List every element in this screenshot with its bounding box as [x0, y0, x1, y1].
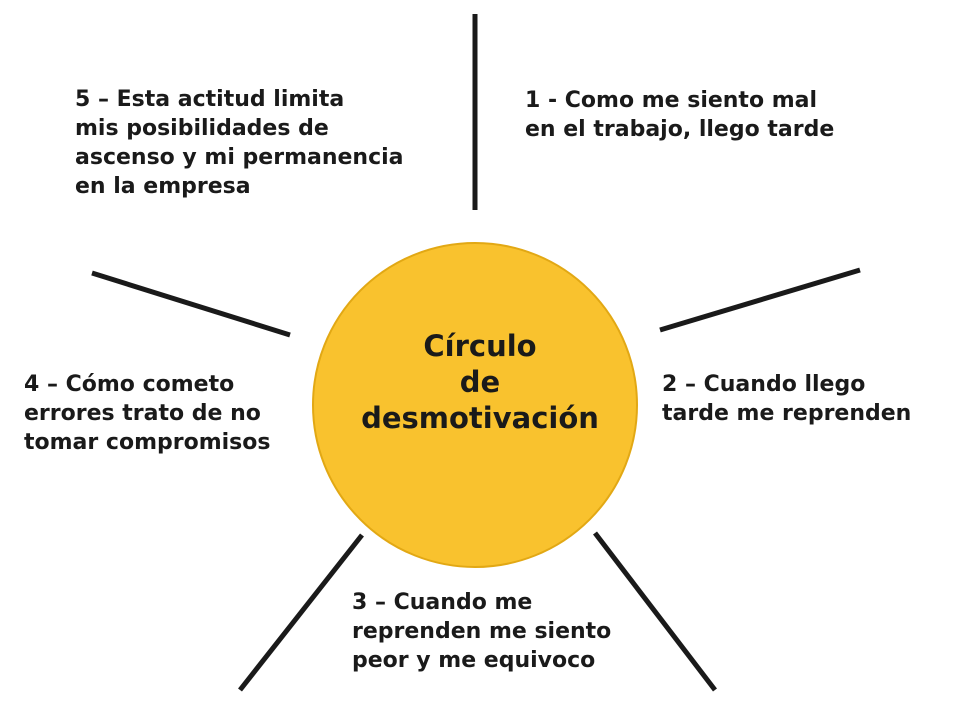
step-4-label: 4 – Cómo cometo errores trato de no toma…	[24, 372, 271, 455]
step-5-label: 5 – Esta actitud limita mis posibilidade…	[75, 87, 404, 199]
step-2-label: 2 – Cuando llego tarde me reprenden	[662, 372, 912, 426]
step-3-label: 3 – Cuando me reprenden me siento peor y…	[352, 590, 612, 673]
ray-upper-left	[91, 270, 291, 338]
center-circle	[312, 242, 638, 568]
ray-lower-right	[593, 531, 717, 692]
step-1-label: 1 - Como me siento mal en el trabajo, ll…	[525, 88, 835, 142]
center-title: Círculo de desmotivación	[361, 329, 599, 435]
ray-lower-left	[238, 533, 364, 692]
ray-upper-right	[659, 267, 861, 333]
